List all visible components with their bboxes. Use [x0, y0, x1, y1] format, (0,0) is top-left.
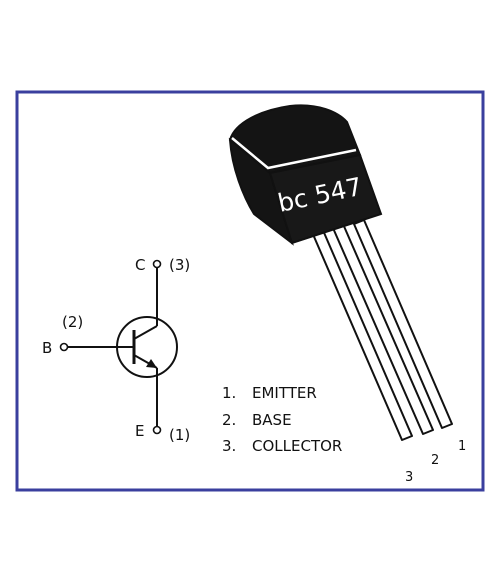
package-side-face	[228, 137, 294, 246]
pin-list-number-2: 2.	[222, 411, 236, 429]
emitter-letter: E	[135, 422, 144, 440]
package-front-face	[268, 153, 383, 245]
emitter-pin-label: (1)	[169, 426, 190, 444]
base-terminal	[59, 342, 69, 352]
lead-number-2: 2	[431, 453, 439, 468]
base-pin-label: (2)	[62, 313, 83, 331]
emitter-arrow-icon	[146, 359, 157, 368]
collector-letter: C	[135, 256, 145, 274]
emitter-terminal	[152, 425, 162, 435]
base-letter: B	[42, 339, 52, 357]
transistor-symbol: C (3) (2) B E (1)	[42, 256, 190, 444]
transistor-package: bc 547	[228, 104, 453, 441]
pin-list-name-2: BASE	[252, 411, 292, 429]
pin-list-name-3: COLLECTOR	[252, 437, 342, 455]
pin-list-name-1: EMITTER	[252, 384, 317, 402]
collector-terminal	[152, 259, 162, 269]
pin-list: 1. EMITTER 2. BASE 3. COLLECTOR	[222, 384, 342, 455]
collector-pin-label: (3)	[169, 256, 190, 274]
package-edge-highlight	[231, 137, 357, 170]
collector-lead	[133, 325, 158, 340]
pin-list-number-1: 1.	[222, 384, 236, 402]
pin-list-number-3: 3.	[222, 437, 236, 455]
lead-number-1: 1	[458, 439, 466, 454]
lead-number-3: 3	[405, 470, 413, 485]
